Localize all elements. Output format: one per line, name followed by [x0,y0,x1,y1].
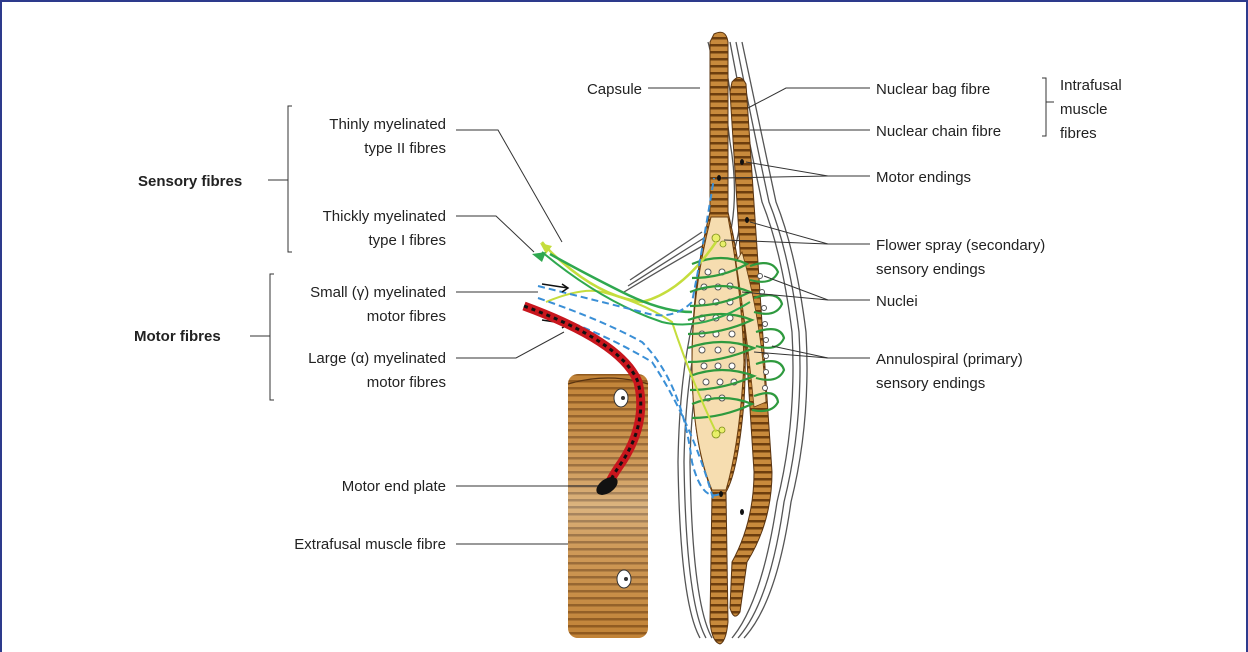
small-motor-label-2: motor fibres [367,308,446,325]
thin-fibre-label-1: Thinly myelinated [329,116,446,133]
sensory-bracket [268,106,292,252]
extrafusal-label: Extrafusal muscle fibre [294,536,446,553]
large-motor-label-1: Large (α) myelinated [308,350,446,367]
nuclear-bag-label: Nuclear bag fibre [876,81,990,98]
intrafusal-label-3: fibres [1060,125,1097,142]
nuclei-label: Nuclei [876,293,918,310]
nuclear-chain-label: Nuclear chain fibre [876,123,1001,140]
thick-fibre-label-1: Thickly myelinated [323,208,446,225]
thin-fibre-label-2: type II fibres [364,140,446,157]
small-motor-label-1: Small (γ) myelinated [310,284,446,301]
motor-end-plate-label: Motor end plate [342,478,446,495]
large-motor-label-2: motor fibres [367,374,446,391]
thick-fibre-label-2: type I fibres [368,232,446,249]
capsule-label: Capsule [587,81,642,98]
annulospiral-label-1: Annulospiral (primary) [876,351,1023,368]
motor-fibres-label: Motor fibres [134,328,221,345]
motor-bracket [250,274,274,400]
flower-spray-label-2: sensory endings [876,261,985,278]
sensory-fibres-label: Sensory fibres [138,173,242,190]
intrafusal-label-2: muscle [1060,101,1108,118]
intrafusal-bracket [1042,78,1054,136]
flower-spray-label-1: Flower spray (secondary) [876,237,1045,254]
intrafusal-label-1: Intrafusal [1060,77,1122,94]
motor-endings-label: Motor endings [876,169,971,186]
annulospiral-label-2: sensory endings [876,375,985,392]
